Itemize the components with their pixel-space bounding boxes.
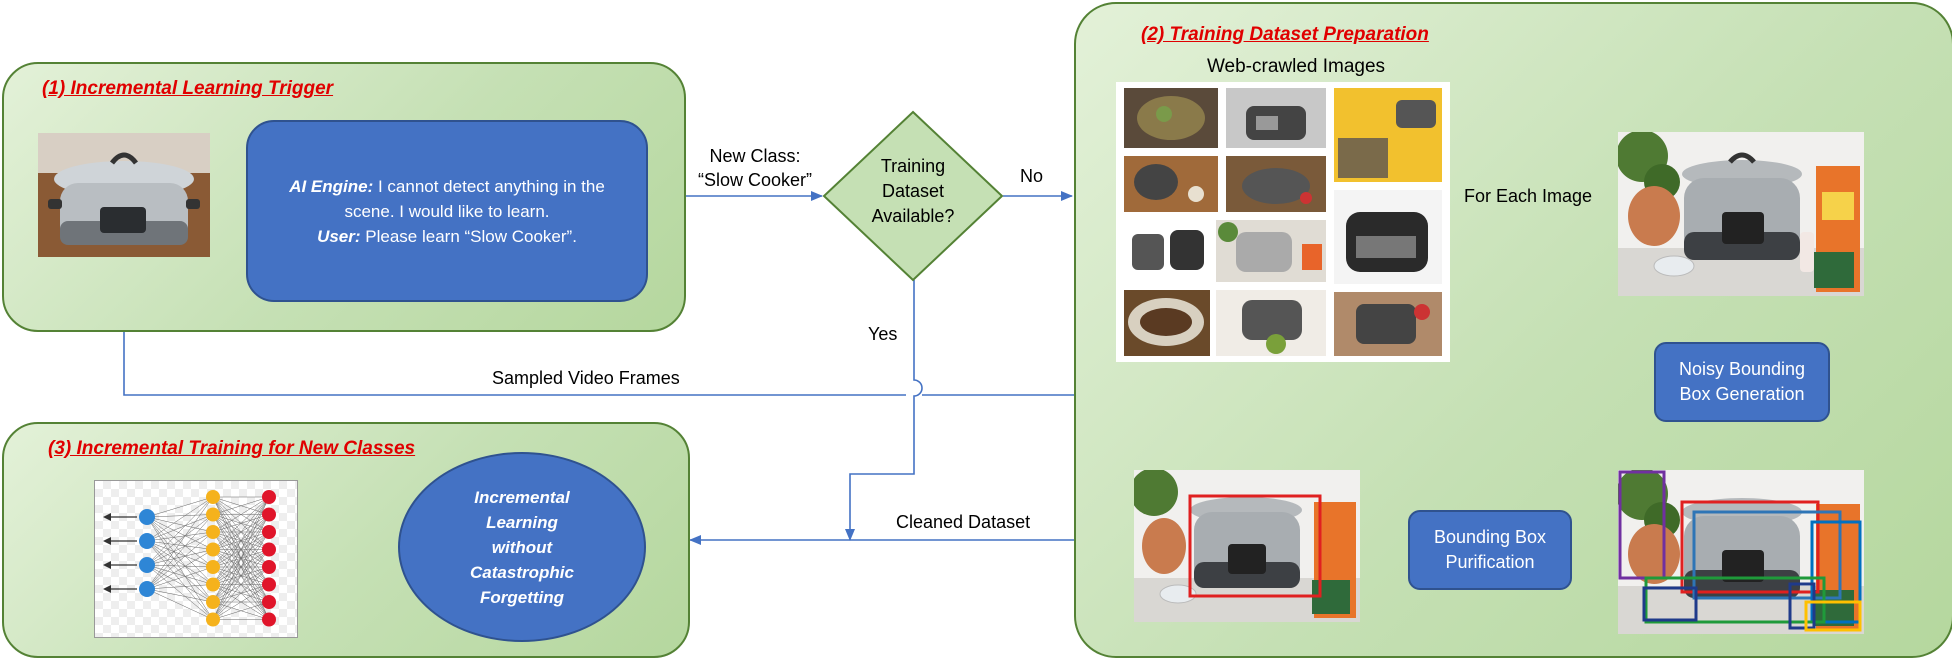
nn-node (262, 560, 276, 574)
ellipse-line-3: without (491, 537, 553, 557)
incremental-learning-ellipse: Incremental Learning without Catastrophi… (398, 452, 646, 642)
web-crawled-images-title: Web-crawled Images (1206, 56, 1386, 77)
nn-node (139, 581, 155, 597)
nn-node (262, 577, 276, 592)
new-class-line-1: New Class: (709, 146, 801, 166)
edge-label-no: No (1020, 166, 1044, 186)
ellipse-line-5: Forgetting (479, 587, 565, 607)
ellipse-line-2: Learning (486, 512, 558, 532)
nn-node (262, 490, 276, 504)
nn-node (206, 612, 220, 627)
decision-label: Training Dataset Available? (822, 154, 1004, 229)
nn-node (206, 577, 220, 592)
nn-node (262, 542, 276, 557)
neural-network-illustration (94, 480, 298, 638)
bounding-box-purification: Bounding Box Purification (1408, 510, 1572, 590)
nn-node (206, 490, 220, 504)
ai-engine-label: AI Engine: (289, 176, 374, 196)
nn-node (262, 612, 276, 627)
ellipse-line-4: Catastrophic (470, 562, 574, 582)
web-crawled-images-collage (1116, 82, 1450, 362)
decision-diamond (822, 110, 1004, 282)
nn-node (139, 557, 155, 573)
edge-label-new-class: New Class: “Slow Cooker” (680, 144, 830, 192)
nn-node (139, 533, 155, 549)
decision-line-1: Training (880, 156, 946, 176)
slow-cooker-photo (38, 133, 210, 257)
purify-line-1: Bounding Box (1433, 527, 1547, 547)
kitchen-image-noisy-boxes (1618, 470, 1864, 634)
dialog-text: AI Engine: I cannot detect anything in t… (274, 174, 620, 249)
decision-line-2: Dataset (881, 181, 945, 201)
panel-title-training: (3) Incremental Training for New Classes (48, 438, 416, 459)
panel-title-dataset: (2) Training Dataset Preparation (1141, 24, 1429, 45)
edge-label-for-each-image: For Each Image (1464, 186, 1593, 206)
purify-line-2: Purification (1445, 552, 1535, 572)
ai-engine-message: I cannot detect anything in the scene. I… (344, 176, 605, 221)
nn-node (262, 595, 276, 609)
decision-line-3: Available? (871, 206, 955, 226)
noisy-line-1: Noisy Bounding (1678, 359, 1806, 379)
noisy-bounding-box-generation: Noisy Bounding Box Generation (1654, 342, 1830, 422)
edge-label-sampled-video-frames: Sampled Video Frames (492, 368, 680, 388)
ellipse-line-1: Incremental (474, 487, 570, 507)
kitchen-scene-image (1618, 132, 1864, 296)
nn-node (262, 525, 276, 539)
user-label: User: (317, 226, 361, 246)
edge-label-yes: Yes (868, 324, 898, 344)
nn-node (206, 507, 220, 522)
edge-label-cleaned-dataset: Cleaned Dataset (896, 512, 1031, 532)
nn-node (206, 560, 220, 574)
nn-node (206, 525, 220, 539)
dialog-box: AI Engine: I cannot detect anything in t… (246, 120, 648, 302)
kitchen-image-clean-box (1134, 470, 1360, 622)
nn-node (262, 507, 276, 522)
nn-node (206, 595, 220, 609)
user-message: Please learn “Slow Cooker”. (360, 226, 577, 246)
nn-node (139, 509, 155, 525)
noisy-line-2: Box Generation (1679, 384, 1805, 404)
arrow-yes (845, 280, 923, 541)
panel-title-trigger: (1) Incremental Learning Trigger (42, 78, 334, 99)
new-class-line-2: “Slow Cooker” (697, 170, 813, 190)
nn-node (206, 542, 220, 557)
